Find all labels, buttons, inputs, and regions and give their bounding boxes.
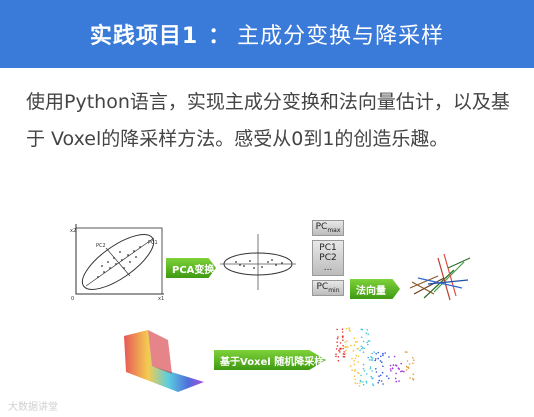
slide-header: 实践项目1 ： 主成分变换与降采样	[0, 0, 534, 68]
pc-list-box: PC1 PC2 ...	[312, 240, 344, 276]
watermark-text: 大数据讲堂	[8, 402, 58, 413]
header-title-bold: 实践项目1	[89, 24, 199, 49]
plot-label-pc2: PC2	[96, 243, 106, 249]
pc-dots-label: ...	[323, 263, 333, 273]
pca-scatter-plot: x2 x1 PC1 PC2 0	[70, 224, 164, 302]
pc-min-sub: min	[328, 286, 340, 294]
body-paragraph: 使用Python语言，实现主成分变换和法向量估计，以及基于 Voxel的降采样方…	[26, 91, 510, 150]
pc-max-sub: max	[327, 226, 341, 234]
plot-label-x2: x2	[70, 228, 76, 234]
pc-max-label: PC	[315, 222, 328, 233]
normal-estimation-cloud	[409, 253, 471, 301]
pc-min-label: PC	[316, 282, 329, 293]
pca-transformed-plot	[220, 234, 296, 290]
plot-label-pc1: PC1	[148, 240, 158, 246]
pca-transform-arrow: PCA变换	[166, 258, 216, 278]
pc-max-box: PCmax	[312, 220, 344, 236]
header-title-rest: 主成分变换与降采样	[237, 24, 445, 49]
downsampled-point-cloud	[335, 327, 415, 387]
plot-label-x1: x1	[158, 296, 164, 302]
plot-label-origin: 0	[71, 296, 74, 302]
header-colon: ：	[208, 24, 232, 49]
pc-min-box: PCmin	[312, 280, 344, 296]
pc2-label: PC2	[319, 253, 337, 263]
voxel-downsample-arrow: 基于Voxel 随机降采样	[214, 350, 326, 370]
dense-point-cloud	[124, 330, 204, 392]
pc1-label: PC1	[319, 243, 337, 253]
normal-vector-arrow: 法向量	[350, 279, 400, 299]
